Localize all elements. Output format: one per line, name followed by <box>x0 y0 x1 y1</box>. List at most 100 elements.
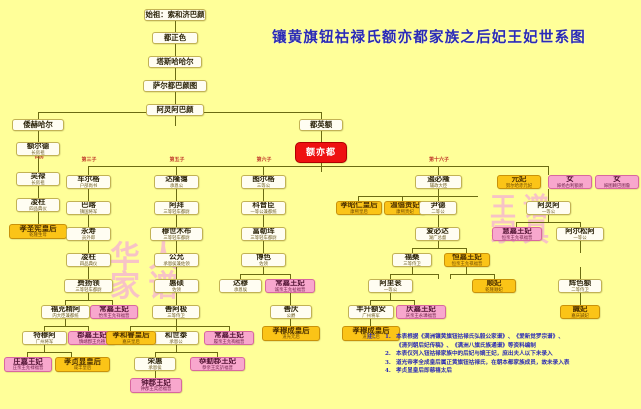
note-text: 道光帝孝全成皇后属正黄旗钮祜禄氏，在朝本都家族成员，故未录入表 <box>396 359 570 366</box>
node-b5-5[interactable]: 善阿极 三等侍卫 <box>152 305 200 319</box>
node-b6-0[interactable]: 图尔格 三等公 <box>241 175 286 189</box>
node-name: 达隆霭 <box>165 175 188 184</box>
note-number: 3. <box>385 359 391 366</box>
node-b16-7[interactable]: 諴妃 嘉庆諴妃 <box>560 305 600 319</box>
note-number: 4. <box>385 368 391 375</box>
notes-block: 注： 1. 本表根据《满洲镶黄旗钮祜禄氏弘毅公家谱》、《爱新觉罗宗谱》、 《清列… <box>367 333 637 376</box>
node-ancestor-3[interactable]: 萨尔都巴颜图 <box>143 80 207 92</box>
line-b8-bus4 <box>450 274 494 275</box>
node-name: 额尔德 <box>26 142 50 151</box>
node-gen2-1[interactable]: 都英额 <box>299 119 343 131</box>
note-item: 1. 本表根据《满洲镶黄旗钮祜禄氏弘毅公家谱》、《爱新觉罗宗谱》、 《清列朝后妃… <box>385 333 637 350</box>
node-b3-3[interactable]: 凌柱 四品典仪 <box>66 253 111 267</box>
node-left-3[interactable]: 孝圣宪皇后 乾隆生母 <box>9 224 67 239</box>
node-b3-9[interactable]: 庄嘉王妃 庄亲王允禄福晋 <box>4 357 52 372</box>
node-b16-4[interactable]: 慧嘉王妃 恒亲王允祺福晋 <box>492 227 542 241</box>
node-b5-1[interactable]: 阿拜 三等轻车都尉 <box>154 201 199 215</box>
node-b8-8[interactable]: 阿里衮 一等公 <box>368 279 413 293</box>
line-b16-4 <box>580 222 581 227</box>
node-b6-4[interactable]: 达穆 承恩侯 <box>219 279 262 293</box>
node-b16-1[interactable]: 女 嫁扬古利额驸 <box>548 175 592 189</box>
node-left-2[interactable]: 凌柱 四品典仪 <box>16 198 60 212</box>
node-b8-7[interactable]: 顺妃 乾隆顺妃 <box>472 279 516 293</box>
line-b5-11 <box>155 352 156 357</box>
node-sub: 三等轻车都尉 <box>75 287 102 293</box>
line-b3-7 <box>112 300 113 305</box>
node-b8-11[interactable]: 孝穆成皇后 道光元后 <box>342 326 400 341</box>
node-name: 孝圣宪皇后 <box>19 224 57 233</box>
line-left-1 <box>38 131 39 142</box>
node-b3-0[interactable]: 车尔格 户部尚书 <box>66 175 111 189</box>
line-b8-bus1 <box>358 196 478 197</box>
node-name: 和世泰 <box>164 331 188 340</box>
node-ancestor-1[interactable]: 都正色 <box>152 32 198 44</box>
node-b5-8[interactable]: 常嘉王妃 履亲王允裪福晋 <box>204 331 254 345</box>
line-b5-bus1 <box>130 326 229 327</box>
node-b5-3[interactable]: 公允 承恩侯兼佐领 <box>154 253 199 267</box>
node-b3-5[interactable]: 福克精阿 内大臣兼都统 <box>41 305 90 319</box>
node-b5-2[interactable]: 穆世木布 三等轻车都尉 <box>150 227 203 241</box>
line-b8-3 <box>402 196 403 201</box>
line-b5-1 <box>176 189 177 201</box>
node-b6-1[interactable]: 科普臣 一等公兼都统 <box>241 201 286 215</box>
node-ancestor-2[interactable]: 塔斯哈哈尔 <box>148 56 202 68</box>
node-b16-3[interactable]: 阿灵阿 一等公 <box>526 201 571 215</box>
node-b6-5[interactable]: 常嘉王妃 诚亲王允祉福晋 <box>265 279 315 293</box>
node-b6-3[interactable]: 博色 佐领 <box>241 253 286 267</box>
line-b8-16 <box>370 300 371 305</box>
node-b8-10[interactable]: 庆嘉王妃 庆亲王永璘福晋 <box>396 305 446 319</box>
node-progenitor[interactable]: 额亦都 <box>295 142 347 163</box>
node-ancestor-4[interactable]: 阿灵阿巴颜 <box>146 104 204 116</box>
node-b8-6[interactable]: 恒嘉王妃 恒亲王允祺福晋 <box>444 253 490 267</box>
node-b3-2[interactable]: 永寿 员外郎 <box>66 227 111 241</box>
node-gen2-0[interactable]: 倭赫哈尔 <box>12 119 64 131</box>
node-b5-11[interactable]: 钟郡王妃 钟郡王奕詥福晋 <box>130 378 182 393</box>
node-name: 都正色 <box>163 33 187 42</box>
node-b3-10[interactable]: 孝贞显皇后 咸丰皇后 <box>55 357 110 372</box>
node-left-0[interactable]: 额尔德 长房祖 <box>16 142 60 156</box>
node-b5-0[interactable]: 达隆霭 承恩公 <box>154 175 199 189</box>
node-b3-1[interactable]: 巴喀 镇国将军 <box>66 201 111 215</box>
line-branch-bus <box>88 166 548 167</box>
node-b3-7[interactable]: 特穆阿 广州将军 <box>22 331 67 345</box>
line-b16-5 <box>580 241 581 253</box>
line-b5-5 <box>176 293 177 305</box>
node-b8-9[interactable]: 丰升额安 广州将军 <box>348 305 394 319</box>
node-b3-4[interactable]: 费扬领 三等轻车都尉 <box>64 279 113 293</box>
node-b16-0[interactable]: 元妃 努尔哈赤元妃 <box>497 175 541 189</box>
node-sub: 三等轻车都尉 <box>163 235 190 241</box>
node-b8-0[interactable]: 遏必隆 辅政大臣 <box>415 175 462 189</box>
node-b3-6[interactable]: 常嘉王妃 怡亲王允祥福晋 <box>90 305 138 319</box>
node-b6-7[interactable]: 孝穆成皇后 道光元后 <box>262 326 320 341</box>
node-b5-6[interactable]: 和世泰 承恩公 <box>153 331 199 345</box>
node-b16-5[interactable]: 阿尔松阿 一等公 <box>556 227 604 241</box>
node-b6-2[interactable]: 富勒珲 三等轻车都尉 <box>241 227 286 241</box>
line-b5-2 <box>176 215 177 227</box>
node-b5-7[interactable]: 孝和睿皇后 嘉庆皇后 <box>106 331 156 345</box>
node-b8-4[interactable]: 爱必达 湖广总督 <box>415 227 460 241</box>
node-sub: 承恩公 <box>169 183 184 189</box>
node-b8-5[interactable]: 福桑 三等侍卫 <box>392 253 432 267</box>
node-b5-4[interactable]: 惠硕 佐领 <box>154 279 199 293</box>
node-b6-6[interactable]: 善庆 公爵 <box>270 305 312 319</box>
line-b3-bus2 <box>44 326 88 327</box>
line-b16-6 <box>580 267 581 279</box>
line-b8-15 <box>390 293 391 300</box>
node-sub: 三等轻车都尉 <box>163 209 190 215</box>
node-b8-1[interactable]: 孝昭仁皇后 康熙皇后 <box>336 201 382 215</box>
node-b5-10[interactable]: 恭勤郡王妃 恭亲王奕訢福晋 <box>190 357 245 371</box>
node-sub: 承恩侯 <box>233 287 248 293</box>
node-b8-3[interactable]: 尹德 二等公 <box>419 201 457 215</box>
node-b16-6[interactable]: 辉色额 二等侍卫 <box>558 279 602 293</box>
line-b3-6 <box>65 300 66 305</box>
line-left-4 <box>38 212 39 224</box>
line-ancestor-1 <box>175 21 176 32</box>
line-b8-13 <box>450 274 451 279</box>
node-sub: 一等公 <box>541 209 556 215</box>
node-b16-2[interactable]: 女 嫁图赖巴图鲁 <box>595 175 639 189</box>
node-name: 都英额 <box>309 120 333 129</box>
node-left-1[interactable]: 吴禄 长房祖 <box>16 172 60 186</box>
node-ancestor-0[interactable]: 始祖：索和济巴颜 <box>144 9 206 21</box>
line-b6-bus1 <box>240 274 290 275</box>
node-b5-9[interactable]: 荣惠 承恩侯 <box>134 357 176 371</box>
